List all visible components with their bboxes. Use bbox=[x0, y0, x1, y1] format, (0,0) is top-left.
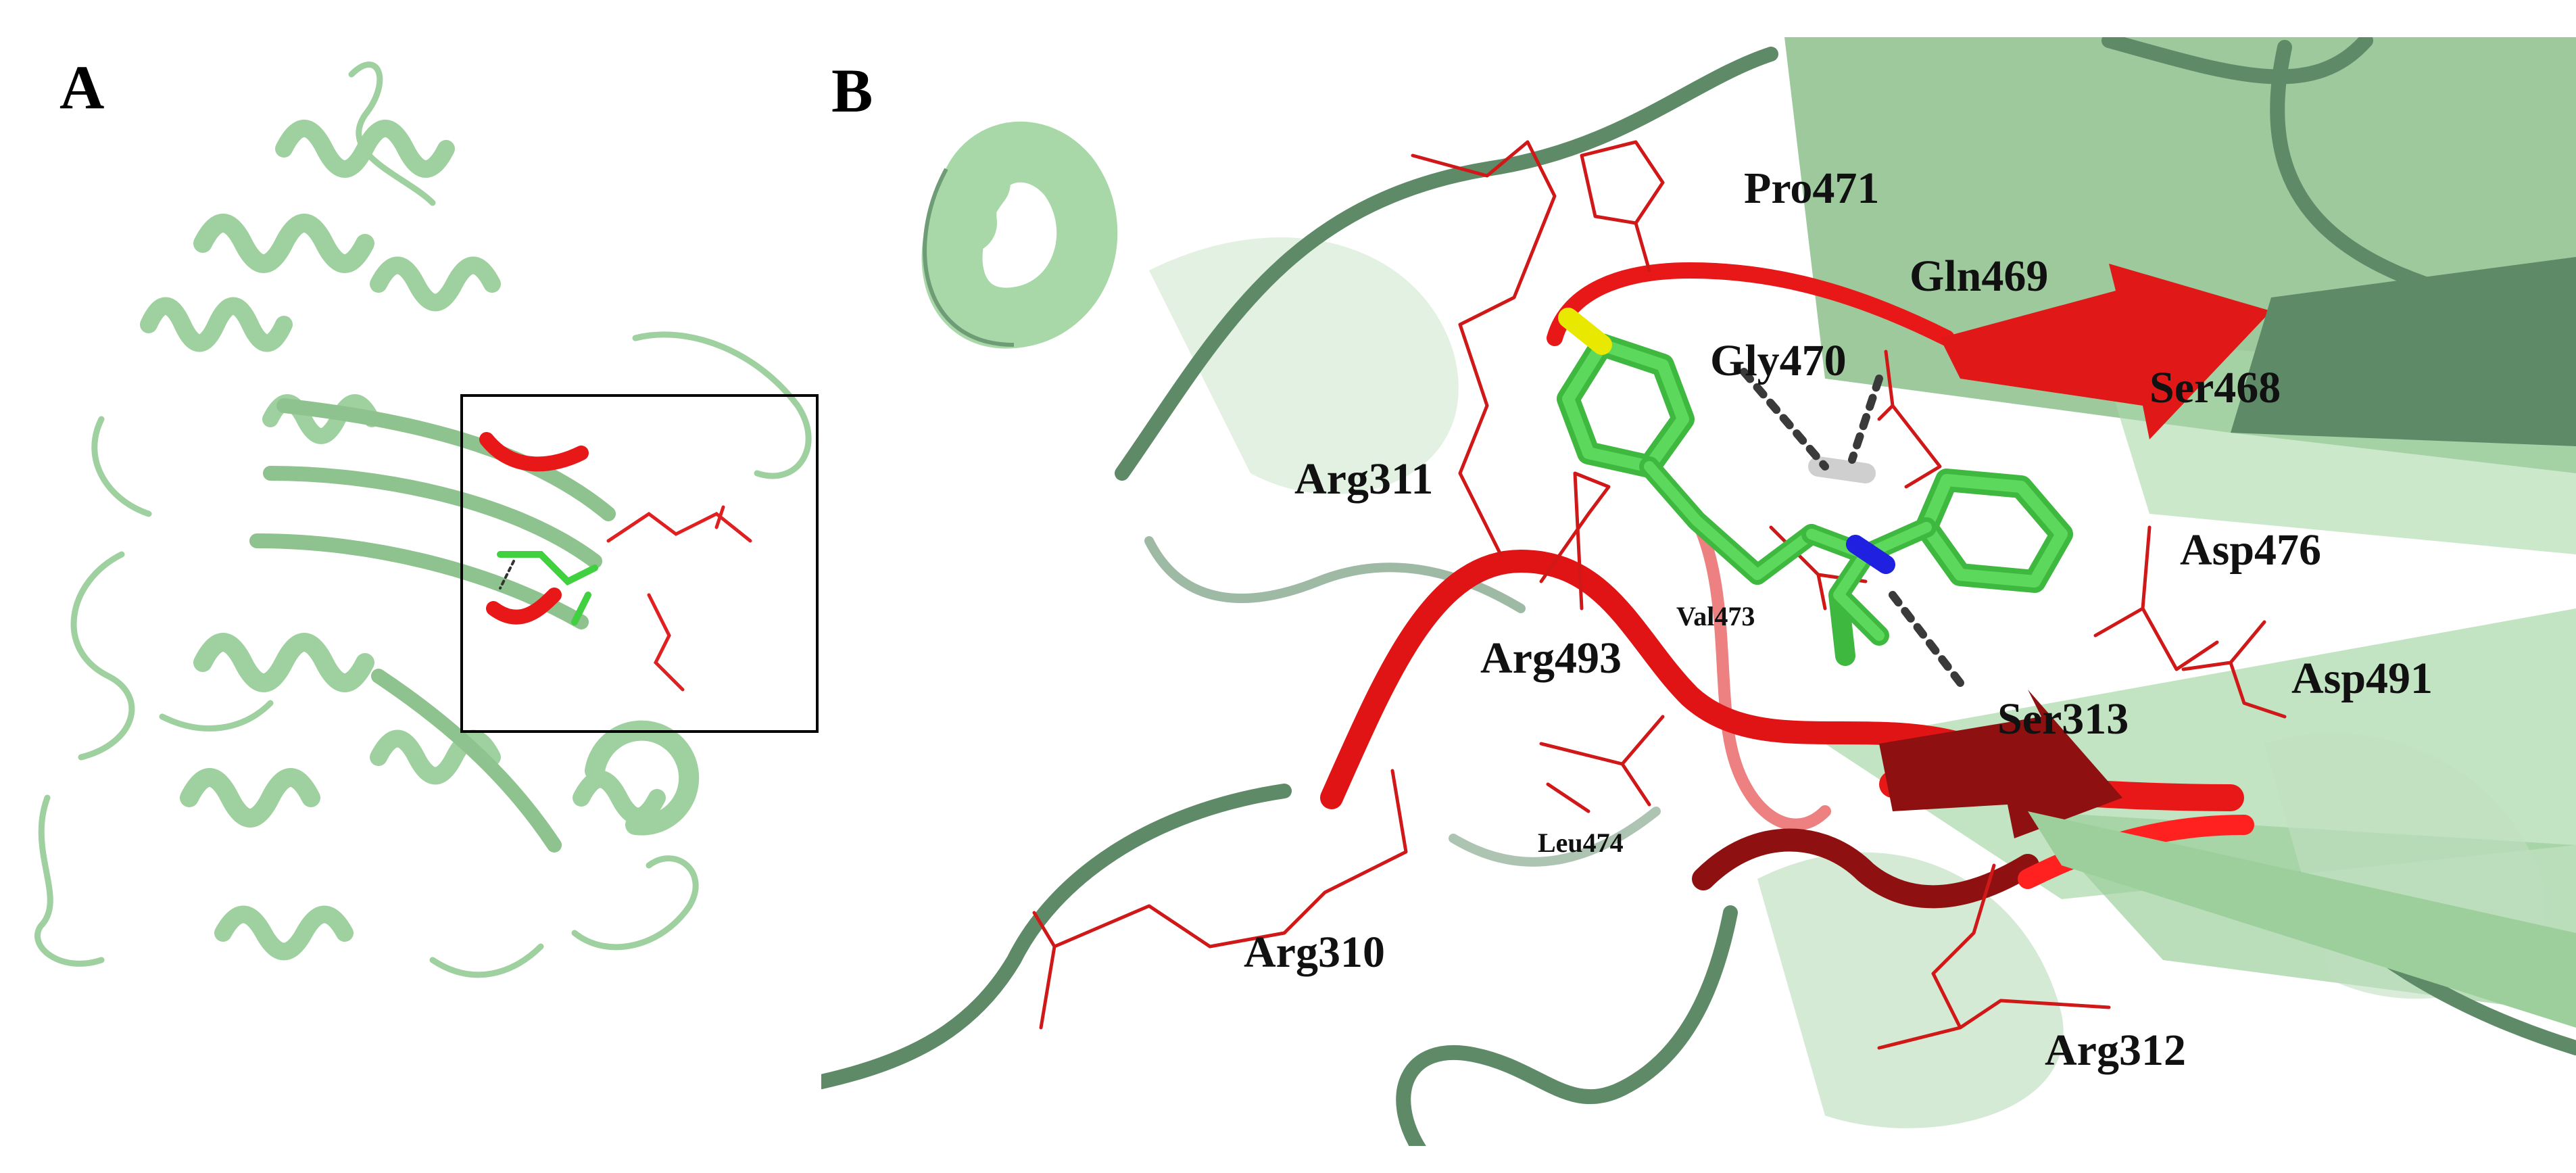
sidechain-arg312 bbox=[1877, 863, 2111, 1050]
sidechain-arg493 bbox=[1539, 471, 1611, 611]
sidechain-leu474 bbox=[1539, 715, 1665, 813]
dark-red-loop bbox=[1692, 828, 2039, 909]
sidechain-asp491 bbox=[2181, 620, 2287, 719]
binding-loop-highlight bbox=[486, 588, 562, 625]
ser468-strand-arrow bbox=[1940, 264, 2271, 439]
green-strand-right bbox=[2028, 811, 2576, 1028]
sidechain-arg310 bbox=[1032, 769, 1408, 1030]
loop bbox=[159, 700, 274, 732]
label-val473: Val473 bbox=[1676, 601, 1755, 631]
sidechain-asp476 bbox=[2093, 525, 2219, 671]
loop-top-right bbox=[2101, 37, 2373, 85]
background-helix bbox=[1757, 852, 2064, 1128]
loop bbox=[348, 62, 436, 206]
red-loop-main bbox=[1320, 550, 1972, 809]
red-loop-inner bbox=[1684, 501, 1831, 831]
sidechain-gln469 bbox=[1877, 350, 1942, 489]
loop bbox=[91, 416, 152, 517]
strand bbox=[263, 466, 602, 569]
label-gly470: Gly470 bbox=[1710, 336, 1847, 385]
strand bbox=[371, 669, 562, 853]
hbond-gly470-1 bbox=[1740, 368, 1829, 471]
ligand bbox=[1557, 308, 2073, 666]
loop-bottom bbox=[1396, 905, 1738, 1146]
panel-a-binding-site bbox=[479, 432, 752, 692]
helix bbox=[573, 770, 666, 825]
label-ser313: Ser313 bbox=[1997, 694, 2129, 744]
helix bbox=[140, 297, 293, 352]
ligand-linker-inner bbox=[1644, 461, 1817, 580]
label-arg493: Arg493 bbox=[1480, 633, 1622, 683]
helix bbox=[370, 729, 501, 785]
helix bbox=[193, 214, 374, 273]
hbond-gly470-2 bbox=[1848, 375, 1883, 464]
loop bbox=[34, 794, 105, 967]
binding-loop-highlight bbox=[479, 432, 589, 472]
loop bbox=[429, 943, 544, 978]
helix bbox=[214, 905, 354, 961]
binding-residue-lines bbox=[647, 593, 685, 692]
ser468-strand-tail bbox=[2231, 257, 2576, 446]
helix bbox=[370, 256, 501, 312]
binding-residue-lines bbox=[606, 505, 752, 543]
label-leu474: Leu474 bbox=[1538, 828, 1624, 858]
label-gln469: Gln469 bbox=[1910, 252, 2048, 301]
ser313-strand-arrow bbox=[1879, 690, 2122, 838]
hydrogen-bonds bbox=[1740, 368, 1964, 687]
panel-label-a: A bbox=[59, 53, 104, 122]
zoom-region-box bbox=[460, 394, 819, 733]
helix bbox=[180, 768, 320, 828]
red-loop-upper bbox=[1547, 262, 1955, 346]
ligand-overview bbox=[497, 551, 598, 625]
label-arg310: Arg310 bbox=[1244, 928, 1385, 977]
label-arg312: Arg312 bbox=[2045, 1026, 2186, 1075]
hbond-ser313 bbox=[1889, 591, 1964, 687]
background-helix bbox=[1149, 237, 1459, 495]
loop bbox=[571, 855, 699, 951]
loop-bottom-left bbox=[821, 784, 1292, 1089]
ligand-sulfur bbox=[1558, 308, 1612, 355]
helix bbox=[585, 720, 700, 836]
label-asp491: Asp491 bbox=[2291, 654, 2433, 703]
loop-top bbox=[1115, 47, 1778, 481]
label-pro471: Pro471 bbox=[1744, 164, 1879, 213]
panel-b-zoomed-view bbox=[821, 37, 2576, 1146]
sidechain-arg311 bbox=[1411, 140, 1557, 556]
residue-sidechains bbox=[1032, 140, 2287, 1050]
panel-label-b: B bbox=[831, 56, 873, 125]
loop bbox=[632, 331, 812, 479]
residue-labels: Pro471 Gln469 Gly470 Ser468 Arg311 Asp47… bbox=[1244, 164, 2433, 1075]
label-ser468: Ser468 bbox=[2149, 363, 2281, 412]
hbond-overview bbox=[499, 560, 515, 590]
label-arg311: Arg311 bbox=[1294, 454, 1433, 504]
panel-b: B Pro471 Gln469 Gly470 Ser468 Arg311 Asp… bbox=[821, 37, 2576, 1146]
helix bbox=[193, 633, 374, 692]
label-asp476: Asp476 bbox=[2180, 525, 2321, 575]
sidechain-pro471 bbox=[1580, 140, 1665, 272]
panel-a-protein-overview bbox=[34, 62, 812, 978]
helix-left bbox=[921, 121, 1118, 349]
ligand-nitrogen bbox=[1846, 535, 1895, 574]
loop bbox=[70, 551, 135, 761]
loop-mid-lower bbox=[1449, 807, 1661, 867]
helix-left-edge bbox=[923, 168, 1015, 347]
panel-a: A bbox=[34, 53, 819, 978]
